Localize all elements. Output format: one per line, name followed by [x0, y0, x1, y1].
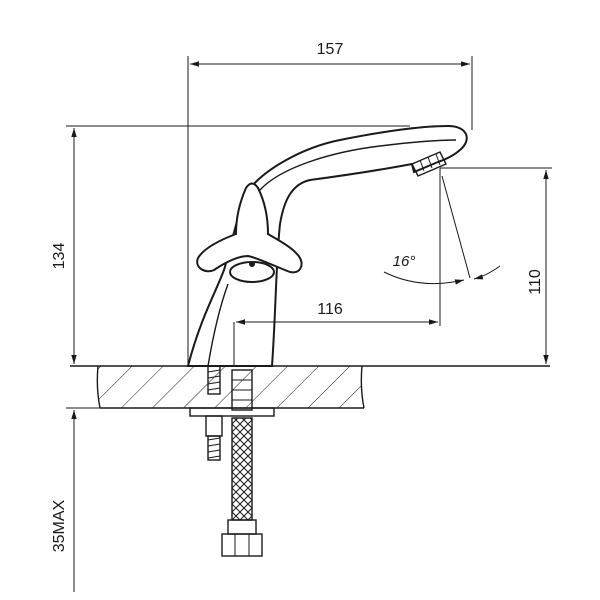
- dimension-spout-reach: 116: [233, 168, 441, 366]
- countertop-section: [70, 365, 550, 409]
- lever-handle: [196, 182, 303, 283]
- dimension-overall-height: 134: [51, 125, 410, 364]
- dimension-label-157: 157: [317, 41, 344, 58]
- dimension-spout-angle: 16°: [383, 175, 501, 285]
- flexible-hose: [221, 417, 263, 557]
- dimension-label-116: 116: [317, 301, 343, 318]
- dimension-label-134: 134: [51, 243, 68, 270]
- dimension-overall-width: 157: [187, 41, 473, 366]
- dimension-label-35max: 35MAX: [51, 499, 68, 552]
- spout-aerator: [411, 151, 447, 177]
- mounting-hardware: [189, 365, 275, 461]
- dimension-spout-height: 110: [440, 167, 552, 364]
- dimension-label-110: 110: [527, 269, 544, 295]
- dimension-label-angle: 16°: [393, 253, 416, 270]
- dimension-max-thickness: 35MAX: [51, 407, 100, 592]
